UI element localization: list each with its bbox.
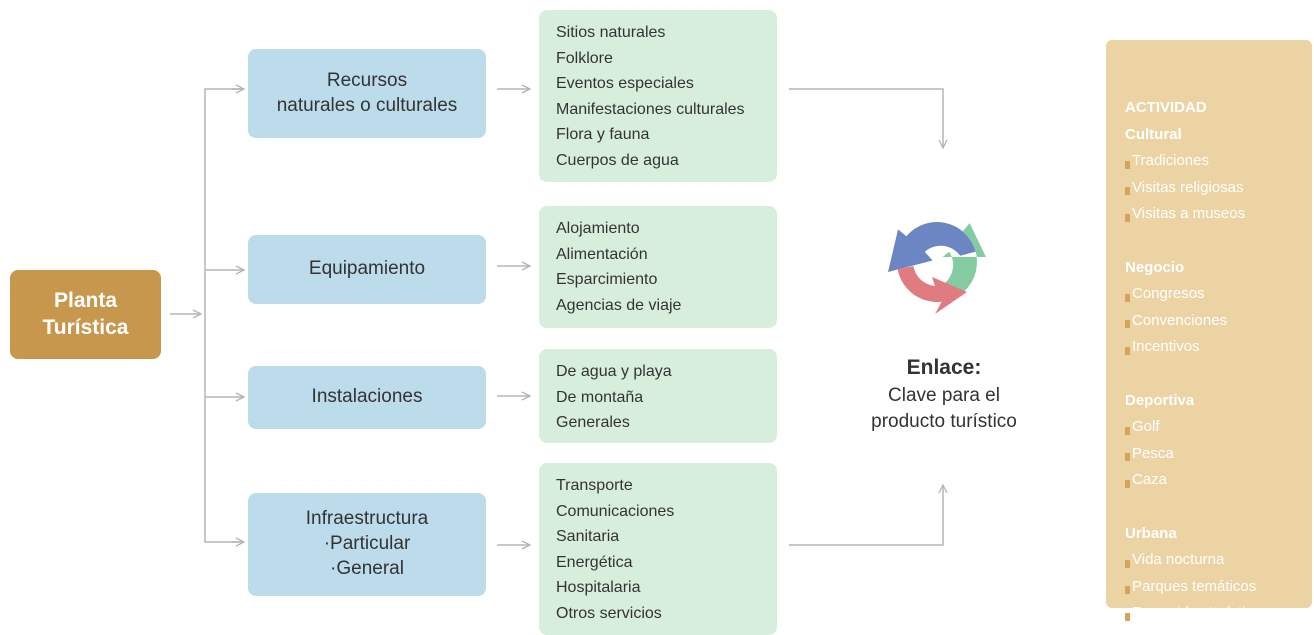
group-title: Negocio: [1125, 258, 1185, 276]
list-item: Congresos: [1125, 281, 1312, 308]
bullet-icon: [1125, 320, 1130, 328]
bullet-icon: [1125, 293, 1130, 302]
category-label: ·General: [330, 557, 404, 579]
category-label: naturales o culturales: [276, 94, 458, 116]
category-label: ·Particular: [323, 533, 411, 555]
item-label: Recorridos turísticos: [1132, 604, 1269, 621]
list-item: Cuerpos de agua: [556, 151, 679, 169]
enlace-line-2: producto turístico: [871, 411, 1017, 433]
list-item: De agua y playa: [556, 363, 672, 380]
list-item: Pesca: [1125, 441, 1312, 468]
list-infraestructura: Transporte Comunicaciones Sanitaria Ener…: [539, 463, 777, 635]
list-item: Manifestaciones culturales: [556, 100, 745, 118]
list-item: Sitios naturales: [556, 24, 666, 41]
root-line-2: Turística: [42, 315, 129, 339]
category-label: Infraestructura: [305, 508, 429, 530]
root-line-1: Planta: [53, 289, 118, 313]
list-item: Eventos especiales: [556, 75, 694, 92]
bullet-icon: [1125, 479, 1130, 488]
activity-title: ACTIVIDAD: [1125, 99, 1207, 116]
bottom-to-enlace: [789, 485, 943, 546]
bullet-icon: [1125, 346, 1130, 355]
list-item: Hospitalaria: [556, 579, 641, 596]
trunk-line: [204, 88, 243, 543]
list-item: Convenciones: [1125, 308, 1312, 335]
top-to-enlace: [789, 88, 943, 148]
list-item: Vida nocturna: [1125, 547, 1312, 574]
bullet-icon: [1125, 453, 1130, 461]
category-infraestructura: Infraestructura ·Particular ·General: [248, 493, 486, 596]
item-label: Caza: [1132, 471, 1168, 488]
item-label: Vida nocturna: [1132, 551, 1225, 568]
list-item: Comunicaciones: [556, 502, 675, 520]
list-item: Esparcimiento: [556, 271, 658, 288]
enlace-caption: Enlace: Clave para el producto turístico: [824, 354, 1064, 435]
list-instalaciones: De agua y playa De montaña Generales: [539, 349, 777, 443]
enlace-line-1: Clave para el: [888, 384, 1000, 406]
activity-group-negocio: Negocio Congresos Convenciones Incentivo…: [1125, 255, 1312, 361]
list-equipamiento: Alojamiento Alimentación Esparcimiento A…: [539, 206, 777, 328]
bullet-icon: [1125, 426, 1130, 435]
list-item: Generales: [556, 414, 630, 431]
list-recursos: Sitios naturales Folklore Eventos especi…: [539, 10, 777, 182]
group-title: Deportiva: [1125, 391, 1195, 409]
activity-group-deportiva: Deportiva Golf Pesca Caza: [1125, 388, 1312, 494]
list-item: Parques temáticos: [1125, 574, 1312, 601]
item-label: Tradiciones: [1132, 152, 1209, 169]
enlace-title: Enlace:: [906, 356, 982, 379]
category-label: Recursos: [326, 69, 408, 91]
activity-group-cultural: Cultural Tradiciones Visitas religiosas …: [1125, 122, 1312, 228]
item-label: Parques temáticos: [1132, 577, 1257, 595]
list-item: Tradiciones: [1125, 148, 1312, 175]
group-title: Cultural: [1125, 125, 1182, 143]
category-recursos: Recursos naturales o culturales: [248, 49, 486, 138]
item-label: Golf: [1132, 418, 1160, 435]
list-item: Sanitaria: [556, 528, 620, 545]
root-node-planta-turistica: Planta Turística: [10, 270, 161, 359]
list-item: Golf: [1125, 414, 1312, 441]
item-label: Convenciones: [1132, 311, 1228, 329]
list-item: Otros servicios: [556, 604, 662, 622]
list-item: Flora y fauna: [556, 126, 650, 143]
bullet-icon: [1125, 559, 1130, 568]
bullet-icon: [1125, 586, 1130, 594]
activity-group-urbana: Urbana Vida nocturna Parques temáticos R…: [1125, 521, 1312, 627]
item-label: Visitas religiosas: [1132, 178, 1244, 196]
item-label: Incentivos: [1132, 338, 1200, 355]
list-item: Visitas a museos: [1125, 201, 1312, 228]
list-item: Agencias de viaje: [556, 296, 682, 314]
list-item: Energética: [556, 553, 633, 571]
list-item: Alimentación: [556, 245, 648, 263]
item-label: Pesca: [1132, 444, 1174, 462]
list-item: Folklore: [556, 49, 613, 67]
list-item: Caza: [1125, 467, 1312, 494]
list-item: Recorridos turísticos: [1125, 600, 1312, 627]
category-instalaciones: Instalaciones: [248, 366, 486, 429]
category-label: Equipamiento: [308, 258, 426, 280]
category-label: Instalaciones: [311, 386, 423, 408]
list-item: Transporte: [556, 477, 633, 494]
list-item: De montaña: [556, 388, 644, 406]
list-item: Visitas religiosas: [1125, 175, 1312, 202]
list-item: Alojamiento: [556, 220, 640, 237]
list-item: Incentivos: [1125, 334, 1312, 361]
group-title: Urbana: [1125, 524, 1177, 542]
bullet-icon: [1125, 213, 1130, 222]
cycle-arrows-icon: [888, 222, 986, 314]
item-label: Visitas a museos: [1132, 205, 1246, 222]
item-label: Congresos: [1132, 285, 1205, 302]
bullet-icon: [1125, 160, 1130, 169]
bullet-icon: [1125, 612, 1130, 621]
category-equipamiento: Equipamiento: [248, 235, 486, 304]
activity-panel: ACTIVIDAD Cultural Tradiciones Visitas r…: [1106, 40, 1312, 621]
bullet-icon: [1125, 187, 1130, 195]
